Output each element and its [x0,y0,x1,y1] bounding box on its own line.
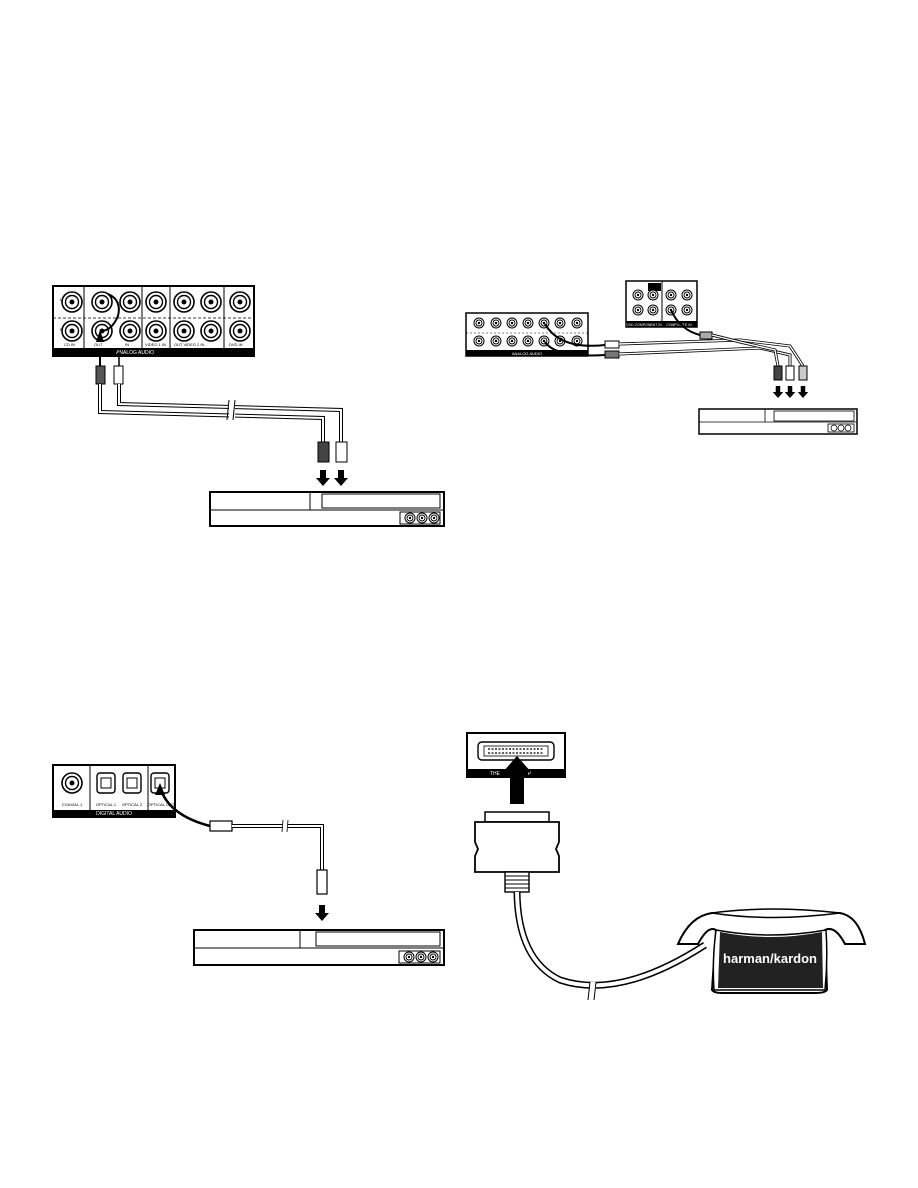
arrow-down-icon [784,386,796,398]
cd-in-right-jack[interactable] [61,320,83,342]
input-label-optical-out: OPTICAL OUT [148,802,175,807]
source-device-digital [193,929,445,966]
video2-out-right-jack[interactable] [173,320,195,342]
input-label-in: IN [125,342,129,347]
dock-connector-plug [474,811,560,893]
arrow-down-icon [316,470,330,486]
input-label-optical-1: OPTICAL 1 [96,802,117,807]
analog-audio-panel: L R CD IN OUT IN VIDEO 1 IN OUT VIDEO 2 … [52,285,255,357]
dvd-in-left-jack[interactable] [229,291,251,313]
dock-cable [513,891,707,1001]
panel-caption-dvd-component-in: DVD COMPONENT IN [626,323,662,327]
composite-cable [544,309,809,398]
arrow-down-icon [334,470,348,486]
input-label-coaxial-1: COAXIAL 1 [62,802,83,807]
digital-cable [155,783,329,921]
coaxial-input-jack[interactable] [61,772,83,794]
video2-in-right-jack[interactable] [200,320,222,342]
tape-in-left-jack[interactable] [119,291,141,313]
video1-in-right-jack[interactable] [145,320,167,342]
panel-caption-analog-audio-small: ANALOG AUDIO [512,351,542,356]
cd-in-left-jack[interactable] [61,291,83,313]
figure-composite-connection: ANALOG AUDIO DVD COMPONENT IN COMPOSITE … [465,280,858,435]
optical-2-port[interactable] [122,772,142,794]
arrow-down-icon [772,386,784,398]
dock-brand-logo: harman/kardon [723,951,817,966]
panel-caption-digital-audio: DIGITAL AUDIO [96,811,132,817]
analog-cable [95,293,348,486]
source-device [209,491,445,527]
video2-out-left-jack[interactable] [173,291,195,313]
input-label-cd-in: CD IN [64,342,75,347]
digital-audio-panel: COAXIAL 1 OPTICAL 1 OPTICAL 2 OPTICAL OU… [52,764,176,818]
figure-digital-connection: COAXIAL 1 OPTICAL 1 OPTICAL 2 OPTICAL OU… [52,764,445,966]
arrow-down-icon [315,905,329,921]
arrow-down-icon [797,386,809,398]
dvd-in-right-jack[interactable] [229,320,251,342]
input-label-dvd-in: DVD IN [229,342,243,347]
figure-dock-connection: THE P harman/kardon [466,732,867,1001]
component-composite-panel: DVD COMPONENT IN COMPOSITE IN [625,280,698,328]
panel-caption-analog-audio: ANALOG AUDIO [116,350,154,356]
port-caption-left: THE [490,771,501,777]
input-label-video1-in: VIDEO 1 IN [145,342,166,347]
tape-in-right-jack[interactable] [119,320,141,342]
panel-caption-composite-in: COMPOSITE IN [666,323,692,327]
optical-1-port[interactable] [96,772,116,794]
video2-in-left-jack[interactable] [200,291,222,313]
figure-analog-connection: L R CD IN OUT IN VIDEO 1 IN OUT VIDEO 2 … [52,285,445,527]
analog-audio-panel-small: ANALOG AUDIO [465,312,589,357]
input-label-video2: OUT VIDEO 2 IN [174,342,204,347]
input-label-optical-2: OPTICAL 2 [122,802,143,807]
upload-arrow [503,756,531,804]
harman-kardon-dock: harman/kardon [676,908,867,994]
video1-in-left-jack[interactable] [145,291,167,313]
input-label-out: OUT [94,342,103,347]
port-caption-right: P [528,771,532,777]
source-device-small [698,408,858,435]
